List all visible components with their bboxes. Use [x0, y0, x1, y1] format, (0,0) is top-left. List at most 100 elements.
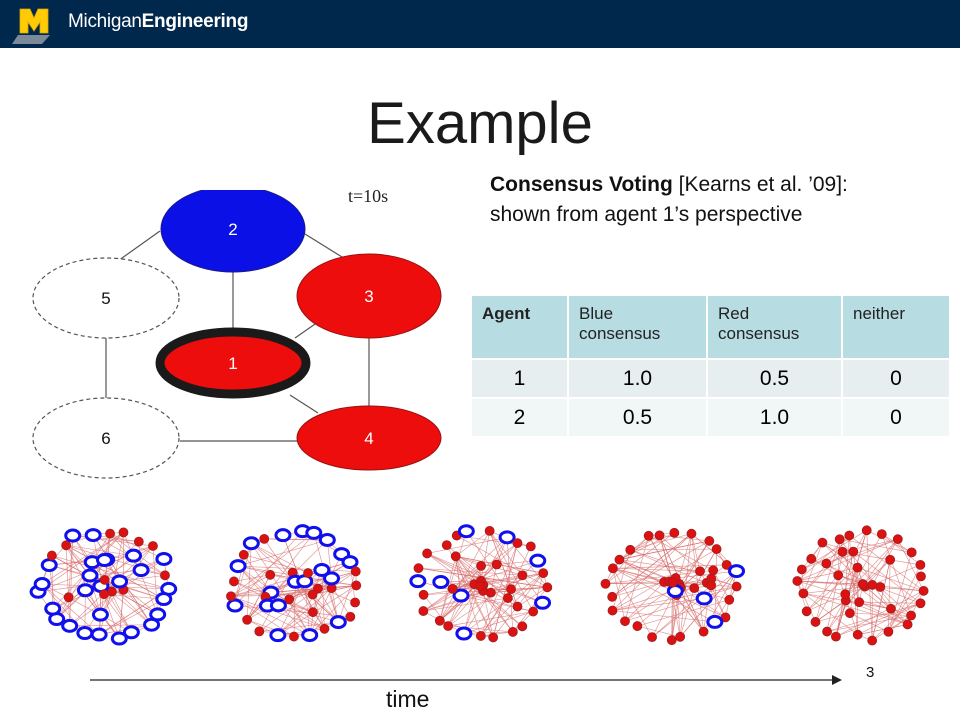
- caption-citation: [Kearns et al. ’09]:: [672, 173, 848, 196]
- network-node-blue: [313, 562, 331, 577]
- network-node-red: [821, 558, 832, 569]
- network-edge: [619, 540, 710, 560]
- network-node-blue: [111, 574, 129, 589]
- network-node-red: [833, 570, 844, 581]
- network-edge: [839, 538, 912, 553]
- network-node-red: [148, 541, 158, 551]
- network-node-red: [502, 593, 513, 603]
- network-node-blue: [432, 575, 450, 590]
- network-edge: [66, 544, 134, 557]
- network-edge: [612, 567, 665, 583]
- network-edge: [489, 530, 534, 612]
- network-node-red: [822, 626, 832, 637]
- network-node-red: [801, 606, 812, 617]
- network-node-blue: [226, 598, 244, 613]
- network-node-red: [885, 554, 896, 565]
- node-6: [32, 397, 180, 479]
- network-node-blue: [529, 553, 547, 568]
- network-edge: [630, 549, 737, 587]
- network-edge: [611, 533, 692, 598]
- network-node-red: [654, 530, 665, 541]
- network-edge: [888, 576, 922, 632]
- header-blue-consensus: Blue consensus: [569, 296, 708, 358]
- network-edge: [888, 559, 891, 632]
- network-edge: [803, 593, 908, 625]
- network-edge: [806, 567, 858, 612]
- network-node-red: [351, 580, 362, 591]
- agent-graph: 2 3 5 1 6 4: [32, 190, 442, 479]
- network-node-red: [686, 528, 697, 539]
- network-node-red: [915, 559, 926, 570]
- network-edge: [109, 533, 165, 560]
- network-node-red: [259, 533, 270, 544]
- network-edge: [448, 625, 513, 633]
- network-node-red: [284, 594, 295, 605]
- node-5: [32, 257, 180, 339]
- network-node-red: [308, 607, 318, 618]
- network-node-red: [600, 578, 611, 589]
- network-node-red: [229, 576, 239, 587]
- network-edge: [803, 593, 858, 635]
- cell-red: 0.5: [708, 358, 843, 397]
- network-node-red: [447, 583, 458, 594]
- michigan-engineering-logo-text: MichiganEngineering: [68, 11, 249, 32]
- network-node-red: [413, 563, 424, 574]
- network-node-blue: [155, 551, 173, 566]
- network-node-red: [512, 601, 523, 612]
- network-edge: [480, 631, 513, 637]
- network-edge: [815, 612, 850, 623]
- table-row: 2 0.5 1.0 0: [472, 397, 951, 436]
- network-node-red: [475, 631, 486, 641]
- node-6-label: 6: [101, 429, 110, 448]
- network-edge: [69, 624, 152, 627]
- network-edge: [859, 601, 908, 625]
- network-edge: [460, 586, 548, 596]
- network-edge: [238, 539, 328, 567]
- network-node-red: [706, 580, 716, 591]
- network-node-red: [892, 534, 903, 545]
- network-edge: [264, 538, 328, 541]
- network-edge: [866, 530, 912, 553]
- network-edge: [637, 625, 681, 638]
- network-node-red: [852, 562, 863, 573]
- network-edge: [691, 533, 701, 572]
- network-edge: [455, 530, 490, 557]
- network-edge: [41, 583, 100, 635]
- node-2: [160, 190, 306, 273]
- network-edge: [118, 589, 124, 639]
- network-edge: [837, 575, 859, 635]
- cell-blue: 0.5: [569, 397, 708, 436]
- network-edge: [246, 532, 315, 620]
- network-node-red: [418, 589, 429, 600]
- network-node-blue: [457, 524, 475, 539]
- network-node-blue: [90, 627, 108, 642]
- network-node-red: [105, 528, 115, 539]
- header-bar: MichiganEngineering: [0, 0, 960, 48]
- network-node-blue: [318, 532, 336, 547]
- network-node-red: [254, 626, 265, 637]
- network-node-blue: [110, 631, 128, 646]
- michigan-m-logo: [12, 8, 50, 44]
- time-arrow: [90, 675, 842, 685]
- network-node-red: [916, 571, 926, 582]
- node-4: [296, 405, 442, 471]
- network-node-blue: [44, 601, 62, 616]
- network-node-red: [711, 544, 722, 554]
- node-2-label: 2: [228, 220, 237, 239]
- network-edge: [797, 538, 898, 582]
- network-edge: [72, 535, 139, 542]
- network-edge: [624, 586, 737, 622]
- network-edge: [605, 532, 675, 585]
- network-edge: [849, 535, 924, 592]
- network-edge: [803, 586, 865, 594]
- network-edge: [826, 538, 898, 564]
- network-node-blue: [341, 555, 359, 570]
- network-node-red: [858, 579, 868, 590]
- header-red-consensus: Red consensus: [708, 296, 843, 358]
- network-node-blue: [409, 574, 427, 589]
- network-edge: [676, 594, 726, 618]
- network-node-red: [491, 559, 502, 570]
- network-edge: [871, 559, 891, 641]
- network-edge: [797, 580, 816, 623]
- network-node-red: [61, 540, 72, 551]
